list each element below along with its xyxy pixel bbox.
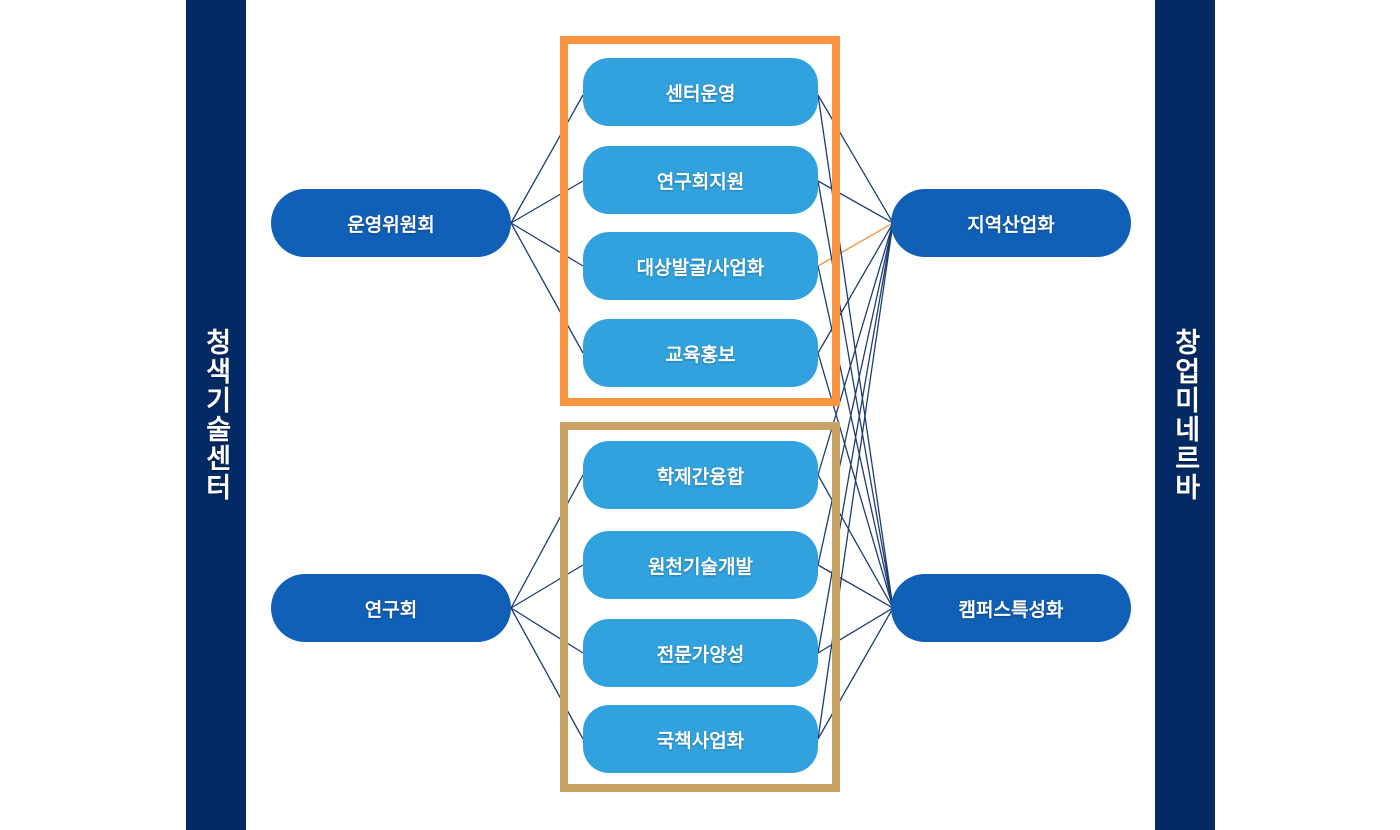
card-national-project-commercialization[interactable]: 국책사업화 xyxy=(583,705,818,773)
card-research-society-support[interactable]: 연구회지원 xyxy=(583,146,818,214)
sidebar-right-label: 창업미네르바 xyxy=(1170,328,1201,502)
node-operating-committee-label: 운영위원회 xyxy=(347,214,435,236)
node-regional-industrialization-label: 지역산업화 xyxy=(967,214,1055,236)
card-education-promotion[interactable]: 교육홍보 xyxy=(583,319,818,387)
sidebar-left-label: 청색기술센터 xyxy=(201,328,232,502)
sidebar-right: 창업미네르바 xyxy=(1155,0,1215,830)
card-center-operation-label: 센터운영 xyxy=(665,83,736,105)
sidebar-left: 청색기술센터 xyxy=(186,0,246,830)
card-expert-training[interactable]: 전문가양성 xyxy=(583,619,818,687)
group-frame-bottom xyxy=(560,422,840,792)
card-national-project-commercialization-label: 국책사업화 xyxy=(656,730,745,752)
group-frame-top xyxy=(560,36,840,406)
card-education-promotion-label: 교육홍보 xyxy=(665,344,736,366)
node-operating-committee[interactable]: 운영위원회 xyxy=(271,189,511,257)
node-research-society[interactable]: 연구회 xyxy=(271,574,511,642)
card-research-society-support-label: 연구회지원 xyxy=(656,171,745,193)
card-source-technology-development[interactable]: 원천기술개발 xyxy=(583,531,818,599)
node-regional-industrialization[interactable]: 지역산업화 xyxy=(891,189,1131,257)
card-interdisciplinary-convergence-label: 학제간융합 xyxy=(656,466,745,488)
card-center-operation[interactable]: 센터운영 xyxy=(583,58,818,126)
card-source-technology-development-label: 원천기술개발 xyxy=(648,556,753,578)
card-target-discovery-commercialization[interactable]: 대상발굴/사업화 xyxy=(583,232,818,300)
node-campus-specialization-label: 캠퍼스특성화 xyxy=(958,599,1064,621)
card-expert-training-label: 전문가양성 xyxy=(656,644,745,666)
card-interdisciplinary-convergence[interactable]: 학제간융합 xyxy=(583,441,818,509)
card-target-discovery-commercialization-label: 대상발굴/사업화 xyxy=(636,257,765,279)
node-campus-specialization[interactable]: 캠퍼스특성화 xyxy=(891,574,1131,642)
node-research-society-label: 연구회 xyxy=(364,599,418,621)
